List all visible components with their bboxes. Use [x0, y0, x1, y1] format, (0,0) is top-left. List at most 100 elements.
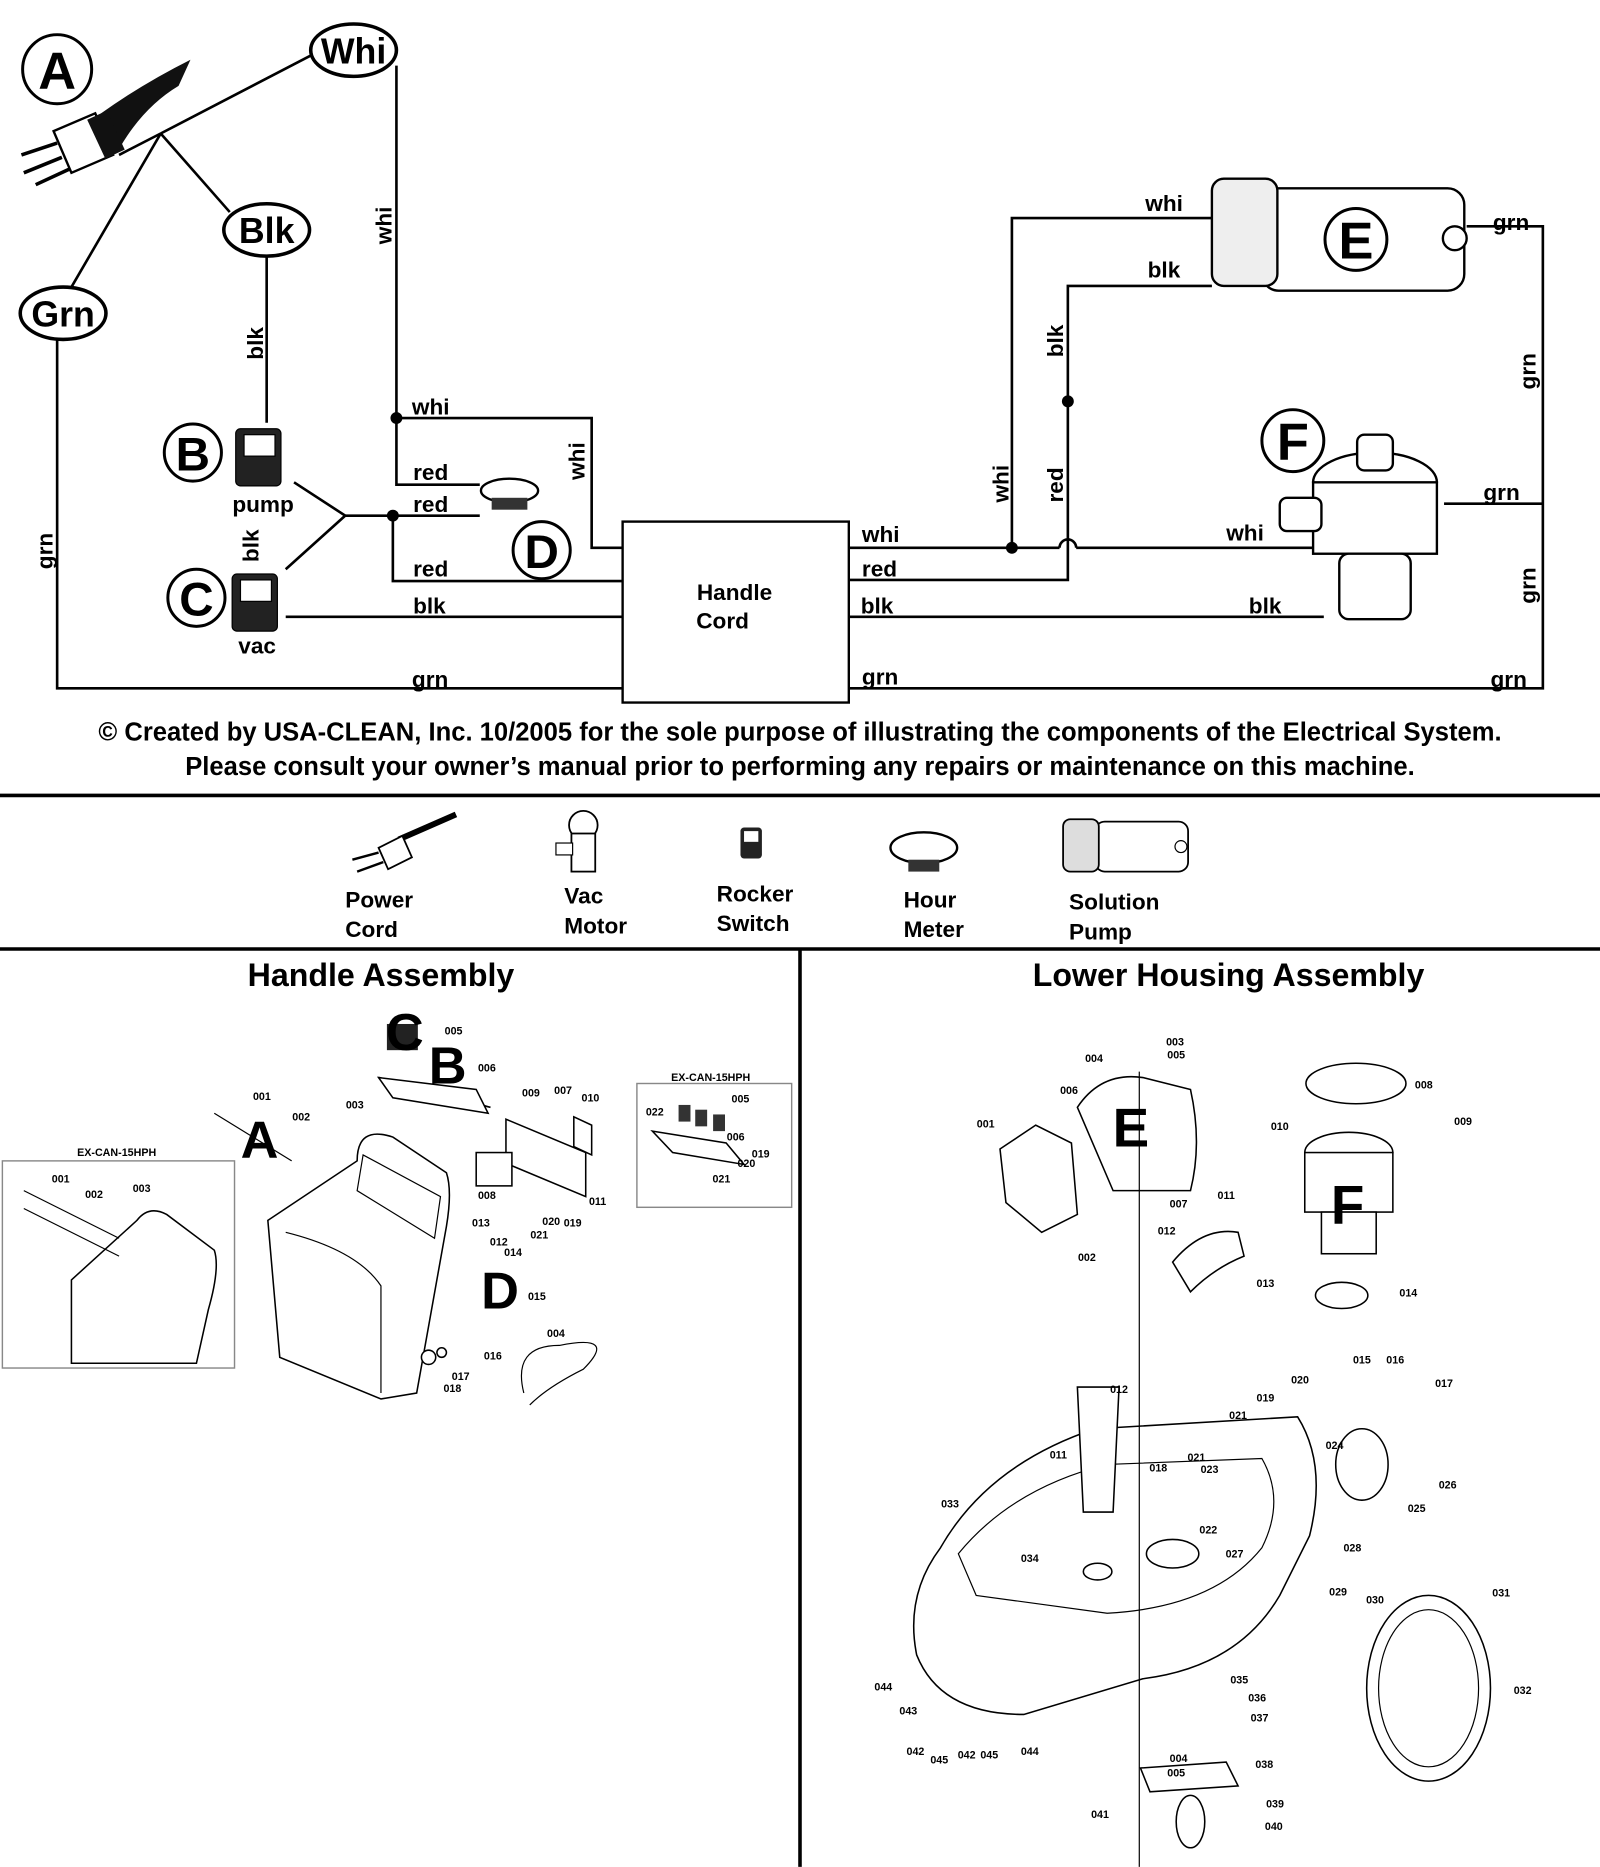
part-callout: 003	[1166, 1036, 1184, 1048]
part-callout: 005	[732, 1094, 750, 1106]
part-callout: 011	[1050, 1450, 1067, 1462]
part-callout: 022	[646, 1107, 664, 1119]
svg-text:D: D	[524, 526, 558, 579]
wire-labels: whi blk grn blk whi whi red red red blk …	[32, 191, 1540, 692]
part-callout: 003	[133, 1183, 151, 1195]
svg-text:whi: whi	[1225, 521, 1264, 546]
svg-text:Power: Power	[345, 887, 413, 912]
circle-e: E	[1323, 207, 1389, 272]
part-callout: 007	[554, 1085, 572, 1097]
part-callout: 024	[1326, 1440, 1344, 1452]
whi-ellipse: Whi	[308, 22, 399, 79]
svg-text:Cord: Cord	[696, 609, 749, 634]
blk-ellipse: Blk	[222, 201, 312, 258]
letter-c: C	[386, 1004, 424, 1062]
part-callout: 042	[907, 1746, 925, 1758]
pump-rocker-switch-icon	[235, 428, 282, 487]
part-callout: 021	[712, 1173, 730, 1185]
part-callout: 015	[1353, 1354, 1371, 1366]
vac-label: vac	[238, 634, 276, 659]
svg-text:Handle: Handle	[697, 580, 772, 605]
svg-text:grn: grn	[1516, 567, 1541, 603]
svg-text:blk: blk	[1249, 593, 1282, 618]
svg-text:grn: grn	[1483, 480, 1519, 505]
svg-text:red: red	[413, 492, 448, 517]
svg-text:A: A	[38, 42, 76, 100]
part-callout: 021	[1187, 1452, 1205, 1464]
plug-circle-a: A	[21, 33, 94, 106]
part-callout: 037	[1251, 1713, 1269, 1725]
part-callout: 018	[443, 1383, 461, 1395]
part-callout: 043	[899, 1705, 917, 1717]
part-callout: 006	[1060, 1085, 1078, 1097]
part-callout: 004	[547, 1328, 565, 1340]
part-callout: 015	[528, 1291, 546, 1303]
part-callout: 008	[478, 1190, 496, 1202]
part-callout: 017	[452, 1371, 470, 1383]
svg-text:whi: whi	[565, 442, 590, 481]
part-callout: 026	[1439, 1479, 1457, 1491]
svg-text:whi: whi	[861, 522, 900, 547]
svg-text:whi: whi	[988, 465, 1013, 504]
part-callout: 001	[52, 1173, 70, 1185]
part-callout: 013	[1257, 1278, 1275, 1290]
part-callout: 019	[564, 1217, 582, 1229]
svg-text:whi: whi	[1144, 191, 1183, 216]
circle-c: C	[166, 567, 227, 628]
lower-housing-title: Lower Housing Assembly	[1033, 957, 1425, 993]
part-callout: 010	[1271, 1121, 1289, 1133]
part-callout: 020	[1291, 1375, 1309, 1387]
part-callout: 021	[1229, 1410, 1247, 1422]
part-callout: 042	[958, 1750, 976, 1762]
svg-text:blk: blk	[1043, 324, 1068, 357]
svg-text:Motor: Motor	[564, 914, 627, 939]
svg-text:grn: grn	[1490, 667, 1526, 692]
part-callout: 029	[1329, 1586, 1347, 1598]
part-callout: 012	[1158, 1226, 1176, 1238]
part-callout: 010	[582, 1092, 600, 1104]
part-callout: 005	[1167, 1767, 1185, 1779]
vac-motor-icon	[1278, 433, 1439, 621]
part-callout: 044	[1021, 1746, 1039, 1758]
power-plug-icon	[20, 59, 191, 187]
svg-text:Rocker: Rocker	[717, 881, 794, 906]
letter-b: B	[429, 1038, 467, 1096]
part-callout: 032	[1514, 1685, 1532, 1697]
part-callout: 011	[1218, 1190, 1235, 1202]
part-callout: 017	[1435, 1378, 1453, 1390]
svg-text:blk: blk	[413, 593, 446, 618]
vac-rocker-switch-icon	[231, 573, 278, 632]
part-callout: 028	[1343, 1542, 1361, 1554]
inset-title-left: EX-CAN-15HPH	[77, 1147, 156, 1159]
part-callout: 002	[85, 1189, 103, 1201]
part-callout: 022	[1199, 1525, 1217, 1537]
part-callout: 006	[727, 1132, 745, 1144]
svg-text:Blk: Blk	[239, 211, 295, 251]
part-callout: 009	[1454, 1116, 1472, 1128]
svg-text:grn: grn	[412, 667, 448, 692]
part-callout: 004	[1170, 1753, 1188, 1765]
inset-title-right: EX-CAN-15HPH	[671, 1072, 750, 1084]
part-callout: 009	[522, 1088, 540, 1100]
svg-text:C: C	[179, 574, 213, 627]
part-callout: 020	[542, 1216, 560, 1228]
svg-text:red: red	[413, 460, 448, 485]
part-callout: 004	[1085, 1053, 1103, 1065]
svg-text:blk: blk	[243, 327, 268, 360]
part-callout: 013	[472, 1217, 490, 1229]
svg-text:Hour: Hour	[904, 887, 957, 912]
part-callout: 014	[504, 1247, 522, 1259]
svg-text:blk: blk	[861, 593, 894, 618]
svg-text:E: E	[1338, 213, 1373, 271]
wiring-diagram: A Whi Blk Grn Hand	[18, 22, 1545, 704]
letter-e: E	[1113, 1097, 1150, 1159]
part-callout: 033	[941, 1498, 959, 1510]
part-callout: 021	[530, 1229, 548, 1241]
part-callout: 002	[1078, 1252, 1096, 1264]
part-callout: 023	[1201, 1464, 1219, 1476]
svg-text:grn: grn	[862, 665, 898, 690]
letter-d: D	[481, 1263, 519, 1321]
